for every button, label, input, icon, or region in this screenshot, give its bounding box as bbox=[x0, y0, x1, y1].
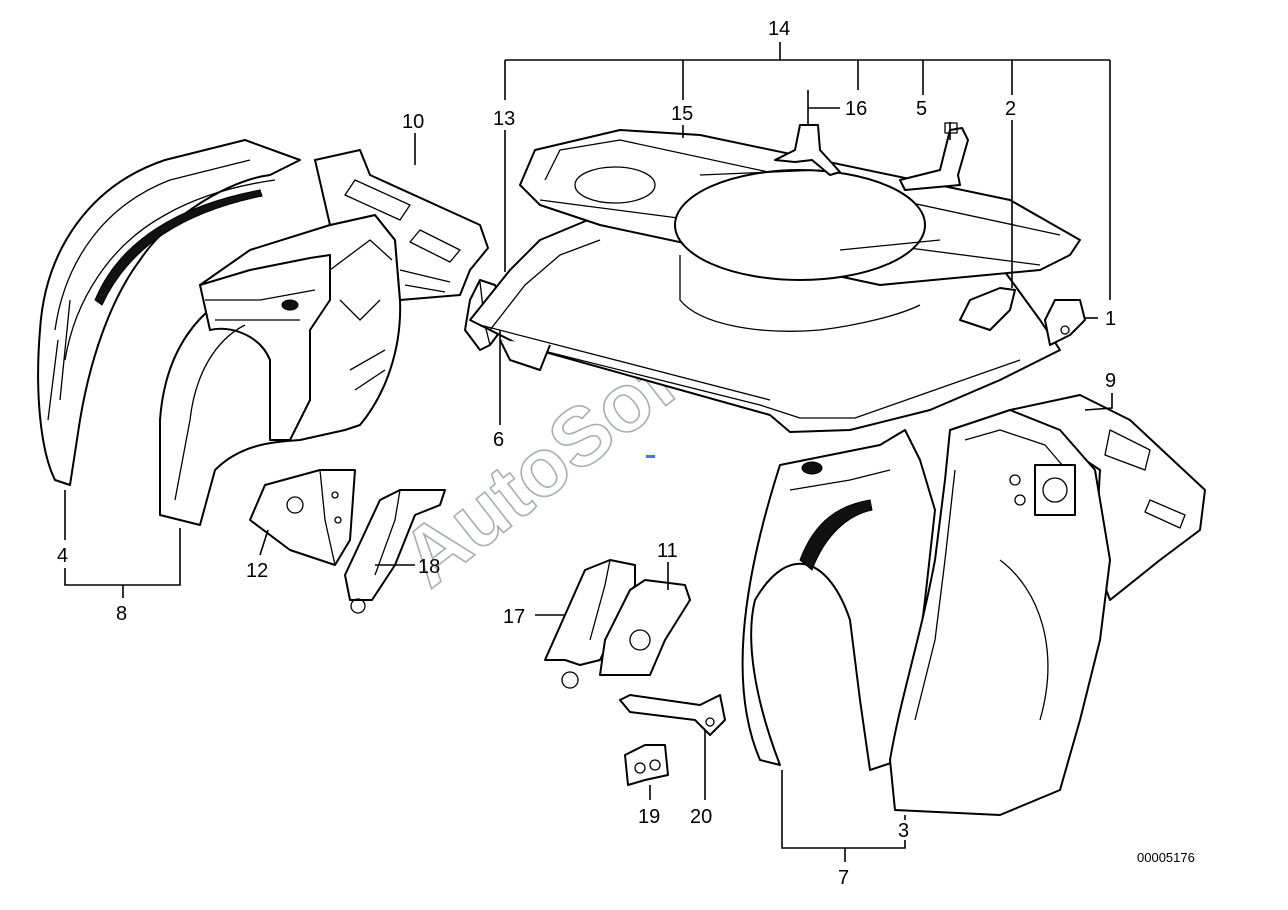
callout-2: 2 bbox=[1005, 98, 1016, 120]
part-18-strut bbox=[344, 489, 446, 614]
part-5-bracket bbox=[899, 122, 969, 191]
callout-8: 8 bbox=[116, 603, 127, 625]
part-9-right-rear-panel bbox=[1009, 394, 1206, 601]
callout-5: 5 bbox=[916, 98, 927, 120]
part-17-bracket bbox=[544, 559, 636, 689]
callout-11: 11 bbox=[657, 540, 678, 562]
callout-19: 19 bbox=[638, 806, 660, 828]
callout-3: 3 bbox=[898, 820, 909, 842]
callout-9: 9 bbox=[1105, 370, 1116, 392]
part-2-bracket bbox=[959, 287, 1016, 331]
part-12-bracket bbox=[249, 469, 356, 566]
callout-7: 7 bbox=[838, 867, 849, 889]
callout-4: 4 bbox=[57, 545, 68, 567]
callout-12: 12 bbox=[246, 560, 268, 582]
part-4-left-wheel-arch-outer bbox=[37, 139, 301, 486]
part-15-parcel-shelf bbox=[519, 129, 1081, 332]
part-20-bracket bbox=[619, 694, 726, 736]
watermark-mark bbox=[646, 455, 655, 458]
document-id: 00005176 bbox=[1137, 850, 1195, 865]
callout-1: 1 bbox=[1105, 308, 1116, 330]
part-19-plate bbox=[624, 744, 669, 786]
part-right-wheel-arch-inner bbox=[741, 429, 936, 771]
part-10-left-rear-panel bbox=[314, 149, 489, 301]
part-1-bracket bbox=[1044, 299, 1086, 346]
callout-18: 18 bbox=[418, 556, 440, 578]
callout-15: 15 bbox=[671, 103, 693, 125]
callout-10: 10 bbox=[402, 111, 424, 133]
part-3-right-wheel-arch-outer bbox=[889, 409, 1111, 816]
part-left-wheel-arch-inner bbox=[159, 214, 402, 526]
callout-17: 17 bbox=[503, 606, 525, 628]
callout-13: 13 bbox=[493, 108, 515, 130]
callout-14: 14 bbox=[768, 18, 790, 40]
callouts: 14 13 15 16 5 2 1 9 10 4 8 12 18 6 11 17… bbox=[57, 18, 1116, 889]
leader-lines bbox=[64, 42, 1113, 862]
part-11-bracket bbox=[599, 579, 691, 676]
callout-6: 6 bbox=[493, 429, 504, 451]
callout-20: 20 bbox=[690, 806, 712, 828]
callout-16: 16 bbox=[845, 98, 867, 120]
